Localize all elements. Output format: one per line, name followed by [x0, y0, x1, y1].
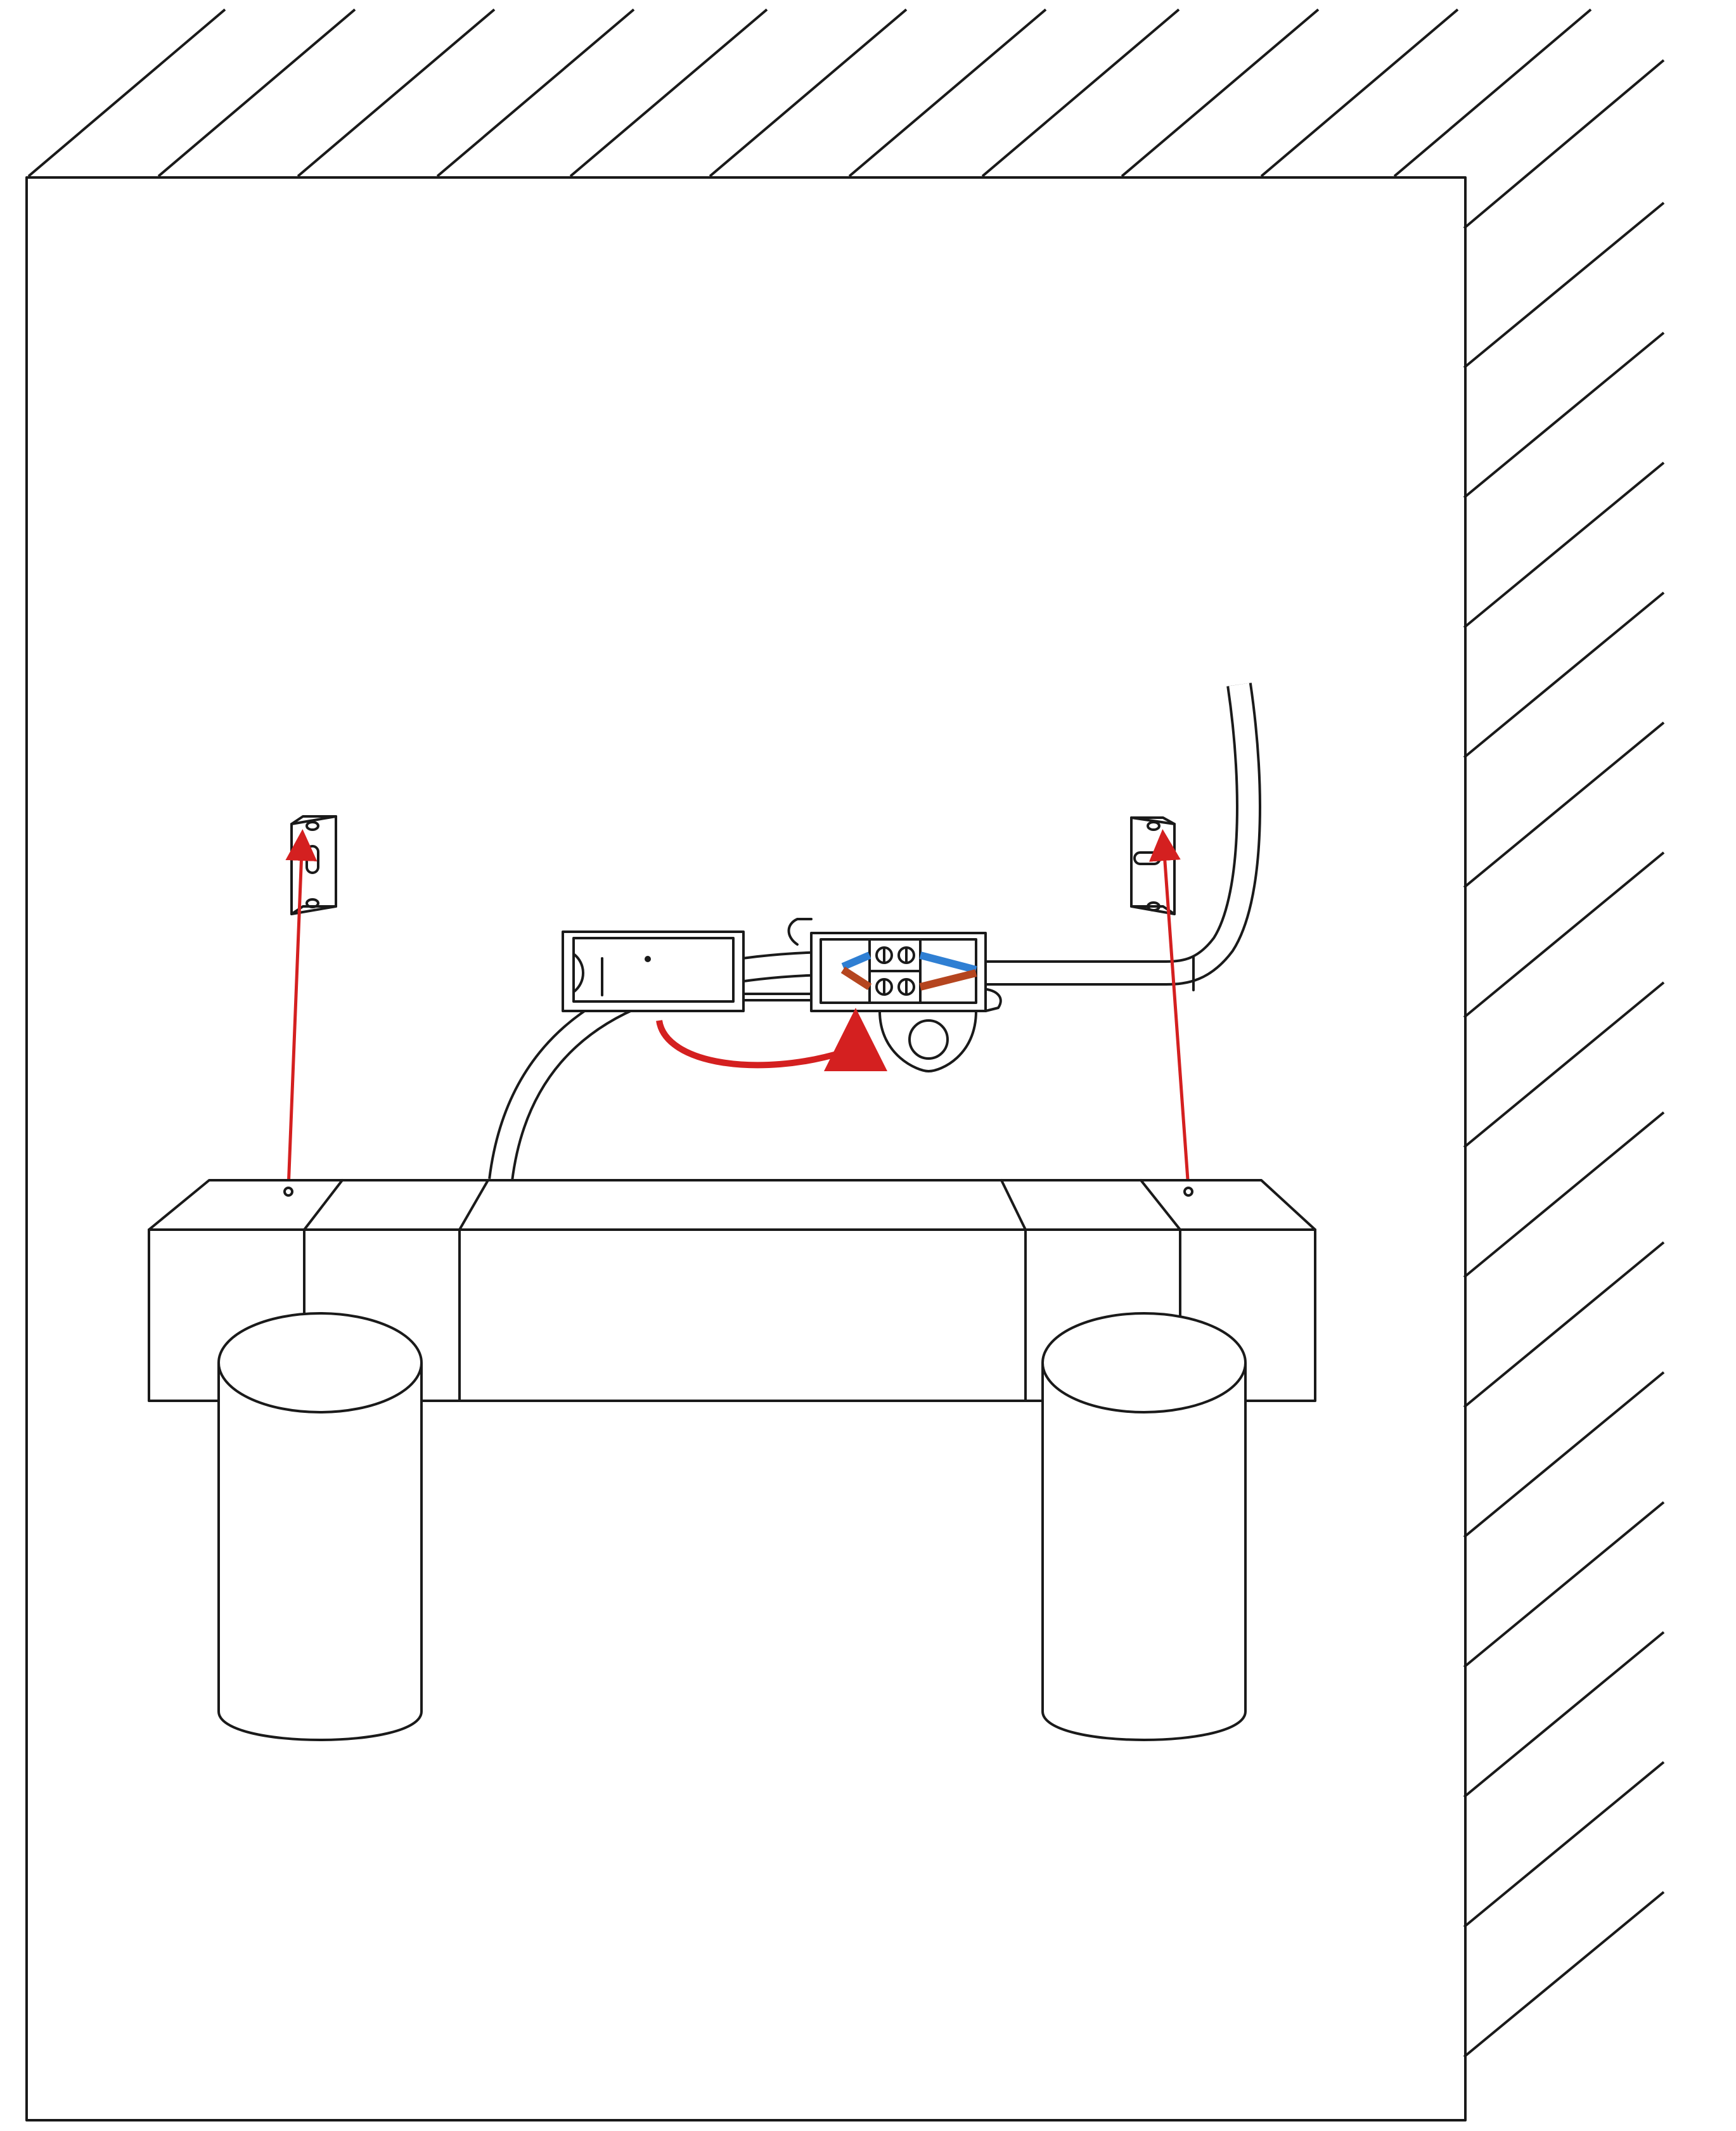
left-mounting-bracket: [290, 815, 337, 915]
wall-hatching-right: [1463, 202, 1665, 2058]
left-alignment-arrow: [285, 829, 318, 1189]
wall-panel: [25, 176, 1467, 2121]
wall-hatching-top: [27, 8, 1665, 229]
wire-brown-left: [840, 966, 872, 991]
wire-blue-left: [841, 951, 871, 970]
install-arrow: [656, 1008, 887, 1072]
wire-blue-right: [919, 951, 977, 974]
terminal-block: [787, 918, 1002, 1072]
power-cable: [976, 683, 1261, 986]
left-cylinder-lamp: [217, 1312, 423, 1741]
terminal-cover: [562, 930, 813, 1012]
right-alignment-arrow: [1148, 829, 1190, 1189]
right-cylinder-lamp: [1041, 1312, 1247, 1741]
wire-brown-right: [919, 969, 977, 991]
